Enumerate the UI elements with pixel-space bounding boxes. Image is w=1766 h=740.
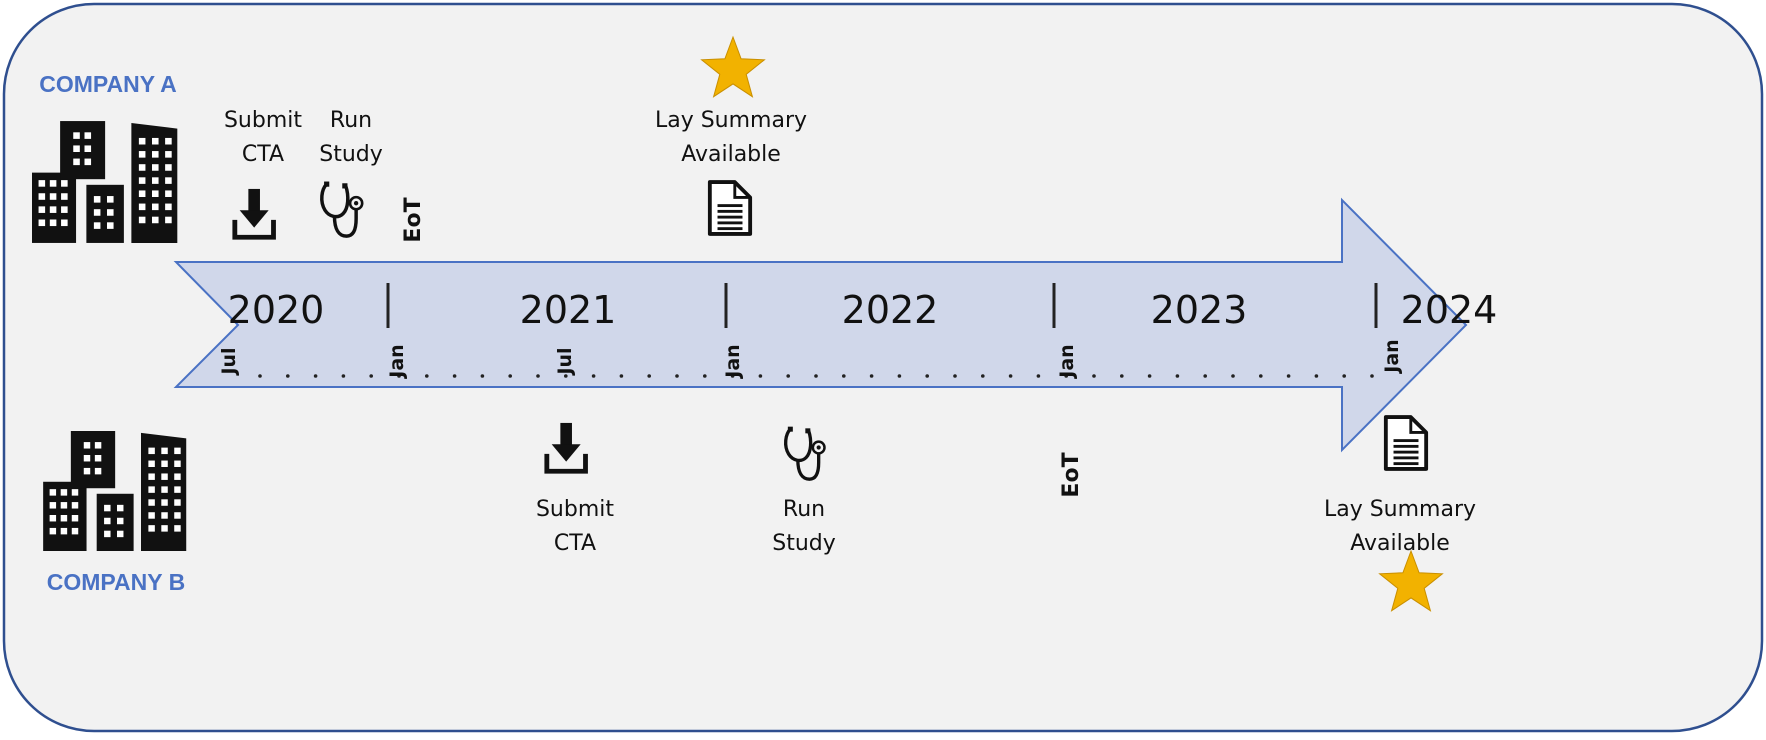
month-dot — [1120, 374, 1124, 378]
label-line: Available — [681, 142, 781, 167]
label-line: CTA — [554, 531, 596, 556]
month-dot — [508, 374, 512, 378]
year-label-2023: 2023 — [1151, 288, 1248, 332]
month-dot — [1314, 374, 1319, 378]
month-dot — [869, 374, 874, 378]
month-dot — [981, 374, 985, 378]
company-b-label: COMPANY B — [47, 569, 185, 595]
month-dot — [369, 374, 374, 378]
month-dot — [313, 374, 318, 378]
month-dot — [1203, 374, 1207, 378]
month-dot — [758, 374, 763, 378]
month-dot — [1036, 374, 1041, 378]
label-line: Submit — [224, 108, 302, 133]
label-line: Submit — [536, 497, 614, 522]
year-label-2024: 2024 — [1401, 288, 1498, 332]
star-icon — [700, 35, 766, 98]
month-tick-label: Jan — [386, 344, 408, 379]
month-dot — [953, 374, 957, 378]
month-tick-label: Jul — [554, 347, 576, 376]
label-line: Run — [330, 108, 372, 133]
month-dot — [675, 374, 679, 378]
month-dot — [536, 374, 540, 378]
month-tick-label: Jan — [1056, 344, 1078, 379]
month-dot — [341, 374, 346, 378]
month-dot — [1259, 374, 1263, 378]
month-dot — [703, 374, 707, 378]
label-line: Lay Summary — [655, 108, 807, 133]
month-dot — [397, 374, 401, 378]
month-dot — [1064, 374, 1068, 378]
month-dot — [730, 374, 735, 378]
label-line: Available — [1350, 531, 1450, 556]
month-dot — [1092, 374, 1096, 378]
month-dot — [1342, 374, 1346, 378]
year-label-2020: 2020 — [228, 288, 325, 332]
label-line: CTA — [242, 142, 284, 167]
month-dot — [564, 374, 568, 378]
month-dot — [1370, 374, 1374, 378]
month-dot — [619, 374, 624, 378]
month-dot — [1286, 374, 1291, 378]
year-label-2021: 2021 — [520, 288, 617, 332]
star-icon — [1378, 549, 1444, 612]
month-dot — [1147, 374, 1152, 378]
company-a-eot-label: EoT — [401, 197, 426, 242]
month-dot — [591, 374, 596, 378]
label-line: Lay Summary — [1324, 497, 1476, 522]
month-dot — [480, 374, 485, 378]
month-dot — [286, 374, 290, 378]
month-dot — [897, 374, 902, 378]
month-tick-label: Jan — [1381, 339, 1403, 374]
month-dot — [452, 374, 457, 378]
label-line: Study — [319, 142, 383, 167]
timeline-arrow — [173, 197, 1468, 453]
month-dot — [647, 374, 651, 378]
month-tick-label: Jul — [218, 347, 240, 376]
document-icon — [1383, 415, 1429, 471]
month-tick-label: Jan — [722, 344, 744, 379]
company-a-label: COMPANY A — [39, 71, 177, 97]
month-dot — [1175, 374, 1180, 378]
month-dot — [814, 374, 818, 378]
month-dot — [1008, 374, 1013, 378]
month-dot — [842, 374, 846, 378]
document-icon — [707, 180, 753, 236]
month-dot — [1231, 374, 1235, 378]
year-separators — [386, 283, 1378, 328]
year-label-2022: 2022 — [842, 288, 939, 332]
month-dot — [925, 374, 929, 378]
company-b-eot-label: EoT — [1059, 452, 1084, 497]
month-dot — [786, 374, 790, 378]
month-dot — [258, 374, 262, 378]
month-dots — [258, 374, 1374, 378]
label-line: Study — [772, 531, 836, 556]
month-dot — [425, 374, 429, 378]
label-line: Run — [783, 497, 825, 522]
